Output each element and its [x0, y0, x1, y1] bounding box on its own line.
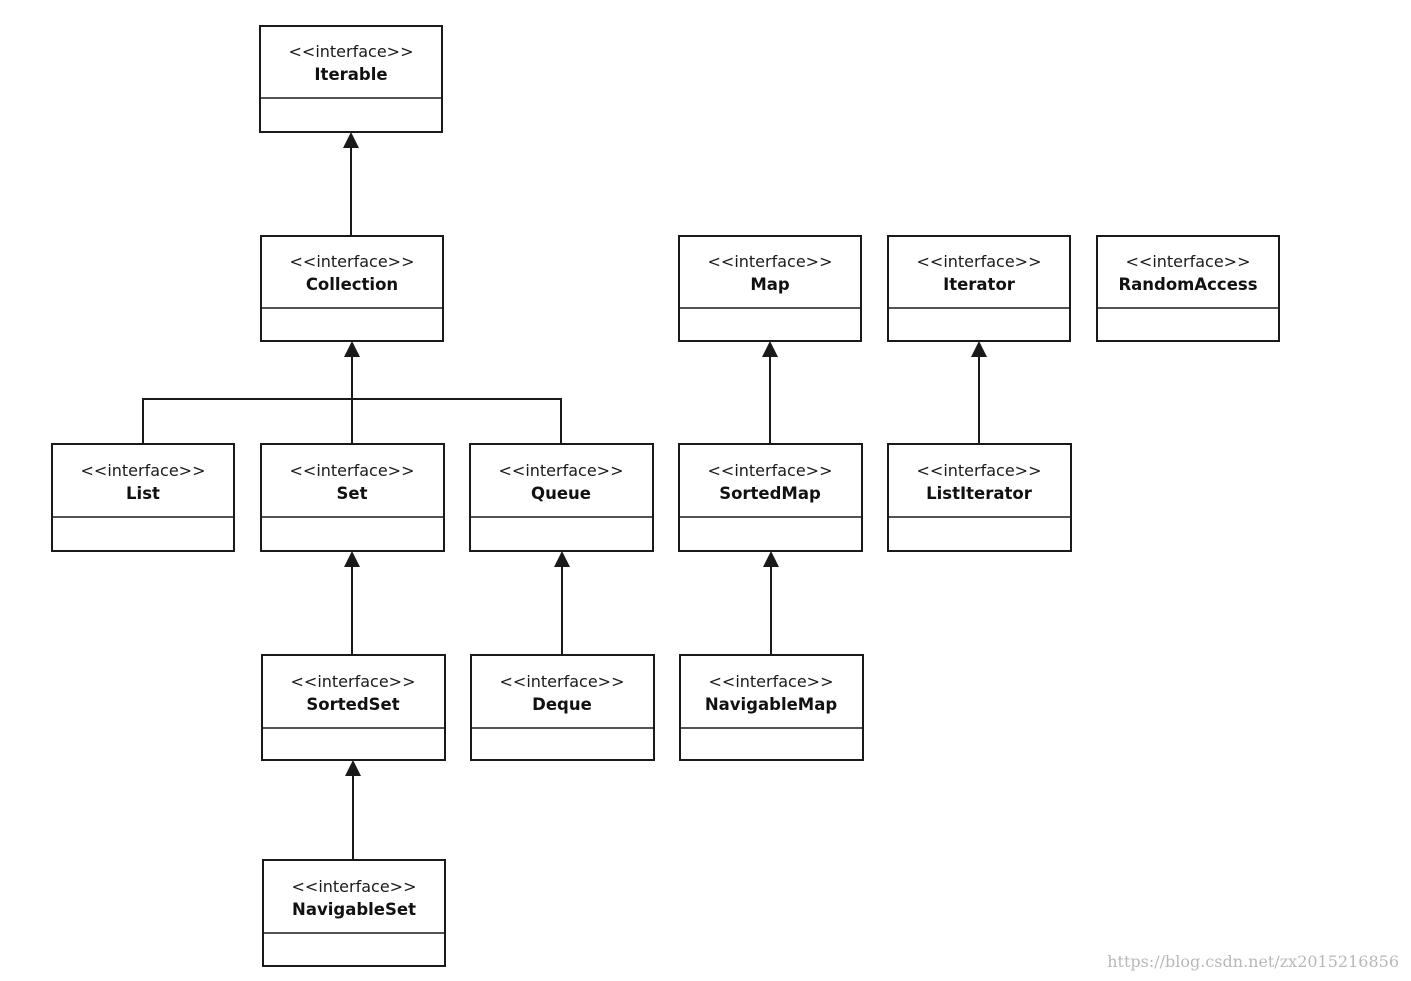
interface-box-navigablemap: <<interface>> NavigableMap: [679, 654, 864, 761]
stereotype-label: <<interface>>: [81, 461, 206, 480]
arrowhead-set: [344, 551, 360, 567]
arrowhead-sortedmap: [763, 551, 779, 567]
interface-name: Iterable: [314, 65, 387, 84]
interface-box-iterator: <<interface>> Iterator: [887, 235, 1071, 342]
interface-name: Iterator: [943, 275, 1016, 294]
arrowhead-map: [762, 341, 778, 357]
stereotype-label: <<interface>>: [289, 42, 414, 61]
interface-box-listiterator: <<interface>> ListIterator: [887, 443, 1072, 552]
interface-box-sortedset: <<interface>> SortedSet: [261, 654, 446, 761]
stereotype-label: <<interface>>: [1126, 252, 1251, 271]
interface-name: Collection: [306, 275, 398, 294]
edge-list-queue-branch: [142, 398, 562, 444]
interface-box-iterable: <<interface>> Iterable: [259, 25, 443, 133]
stereotype-label: <<interface>>: [292, 877, 417, 896]
stereotype-label: <<interface>>: [917, 461, 1042, 480]
stereotype-label: <<interface>>: [291, 672, 416, 691]
interface-name: NavigableMap: [705, 695, 838, 714]
interface-name: Set: [337, 484, 368, 503]
watermark-text: https://blog.csdn.net/zx2015216856: [1107, 952, 1399, 971]
interface-name: Queue: [531, 484, 591, 503]
arrowhead-iterator: [971, 341, 987, 357]
interface-box-navigableset: <<interface>> NavigableSet: [262, 859, 446, 967]
interface-box-deque: <<interface>> Deque: [470, 654, 655, 761]
interface-name: Map: [750, 275, 790, 294]
arrowhead-collection: [344, 341, 360, 357]
interface-name: NavigableSet: [292, 900, 416, 919]
interface-box-list: <<interface>> List: [51, 443, 235, 552]
stereotype-label: <<interface>>: [290, 252, 415, 271]
interface-name: SortedSet: [306, 695, 399, 714]
inheritance-edges: [142, 132, 987, 860]
interface-name: RandomAccess: [1118, 275, 1257, 294]
interface-box-map: <<interface>> Map: [678, 235, 862, 342]
stereotype-label: <<interface>>: [290, 461, 415, 480]
arrowhead-iterable: [343, 132, 359, 148]
interface-box-randomaccess: <<interface>> RandomAccess: [1096, 235, 1280, 342]
arrowhead-sortedset: [345, 760, 361, 776]
stereotype-label: <<interface>>: [500, 672, 625, 691]
interface-name: SortedMap: [719, 484, 821, 503]
interface-name: ListIterator: [926, 484, 1033, 503]
stereotype-label: <<interface>>: [708, 252, 833, 271]
interface-box-set: <<interface>> Set: [260, 443, 445, 552]
stereotype-label: <<interface>>: [917, 252, 1042, 271]
stereotype-label: <<interface>>: [708, 461, 833, 480]
stereotype-label: <<interface>>: [499, 461, 624, 480]
interface-box-sortedmap: <<interface>> SortedMap: [678, 443, 863, 552]
arrowhead-queue: [554, 551, 570, 567]
interface-box-collection: <<interface>> Collection: [260, 235, 444, 342]
interface-name: Deque: [532, 695, 592, 714]
interface-name: List: [126, 484, 160, 503]
interface-box-queue: <<interface>> Queue: [469, 443, 654, 552]
stereotype-label: <<interface>>: [709, 672, 834, 691]
